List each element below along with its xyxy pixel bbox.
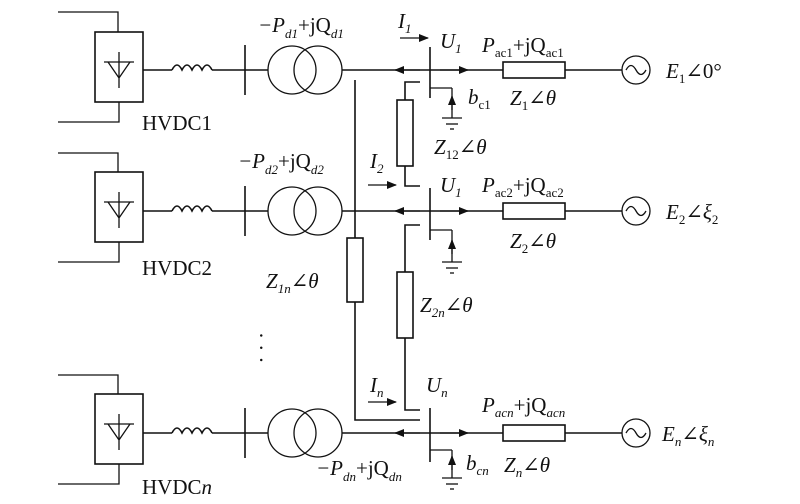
current-1-label: I1 <box>397 9 412 36</box>
ac-power-1-label: Pac1+jQac1 <box>481 33 564 60</box>
voltage-2-label: U1 <box>440 173 462 200</box>
ac-power-n-label: Pacn+jQacn <box>481 393 565 420</box>
vertical-ellipsis: · · · <box>249 332 273 363</box>
voltage-1-label: U1 <box>440 29 462 56</box>
coupling-impedance-2n <box>396 271 414 339</box>
coupling-12-label: Z12∠θ <box>434 135 487 162</box>
reactor-2-icon <box>171 205 213 213</box>
transformer-2-secondary-icon <box>293 186 343 236</box>
coupling-network <box>346 80 420 421</box>
line-impedance-n <box>502 424 566 442</box>
transformer-2-primary-icon <box>267 186 317 236</box>
coupling-1n-label: Z1n∠θ <box>266 269 319 296</box>
reactor-1-icon <box>171 64 213 72</box>
line-impedance-2 <box>502 202 566 220</box>
shunt-cn-label: bcn <box>466 451 489 478</box>
source-2-label: E2∠ξ2 <box>665 200 718 227</box>
transformer-1-primary-icon <box>267 45 317 95</box>
source-1-label: E1∠0° <box>665 59 722 86</box>
reactor-n-icon <box>171 427 213 435</box>
coupling-impedance-1n <box>346 237 364 303</box>
dc-power-1-label: −Pd1+jQd1 <box>258 13 344 41</box>
hvdc2-label: HVDC2 <box>142 256 212 280</box>
coupling-2n-label: Z2n∠θ <box>420 293 473 320</box>
line-impedance-n-label: Zn∠θ <box>504 453 550 480</box>
ac-source-1-icon <box>621 55 651 85</box>
hvdc-row-n <box>58 374 651 490</box>
shunt-c1-label: bc1 <box>468 85 491 112</box>
line-impedance-1 <box>502 61 566 79</box>
dc-power-2-label: −Pd2+jQd2 <box>238 149 324 177</box>
line-impedance-1-label: Z1∠θ <box>510 86 556 113</box>
hvdc-row-2 <box>58 152 651 274</box>
transformer-n-primary-icon <box>267 408 317 458</box>
current-n-label: In <box>369 373 384 400</box>
coupling-impedance-12 <box>396 99 414 167</box>
hvdc1-label: HVDC1 <box>142 111 212 135</box>
current-2-label: I2 <box>369 149 384 176</box>
source-n-label: En∠ξn <box>661 422 714 449</box>
ac-source-2-icon <box>621 196 651 226</box>
transformer-n-secondary-icon <box>293 408 343 458</box>
line-impedance-2-label: Z2∠θ <box>510 229 556 256</box>
transformer-1-secondary-icon <box>293 45 343 95</box>
ac-power-2-label: Pac2+jQac2 <box>481 173 564 200</box>
ac-source-n-icon <box>621 418 651 448</box>
dc-power-n-label: −Pdn+jQdn <box>316 456 402 484</box>
voltage-n-label: Un <box>426 373 448 400</box>
hvdc-row-1 <box>58 11 651 130</box>
hvdcn-label: HVDCn <box>142 475 212 499</box>
